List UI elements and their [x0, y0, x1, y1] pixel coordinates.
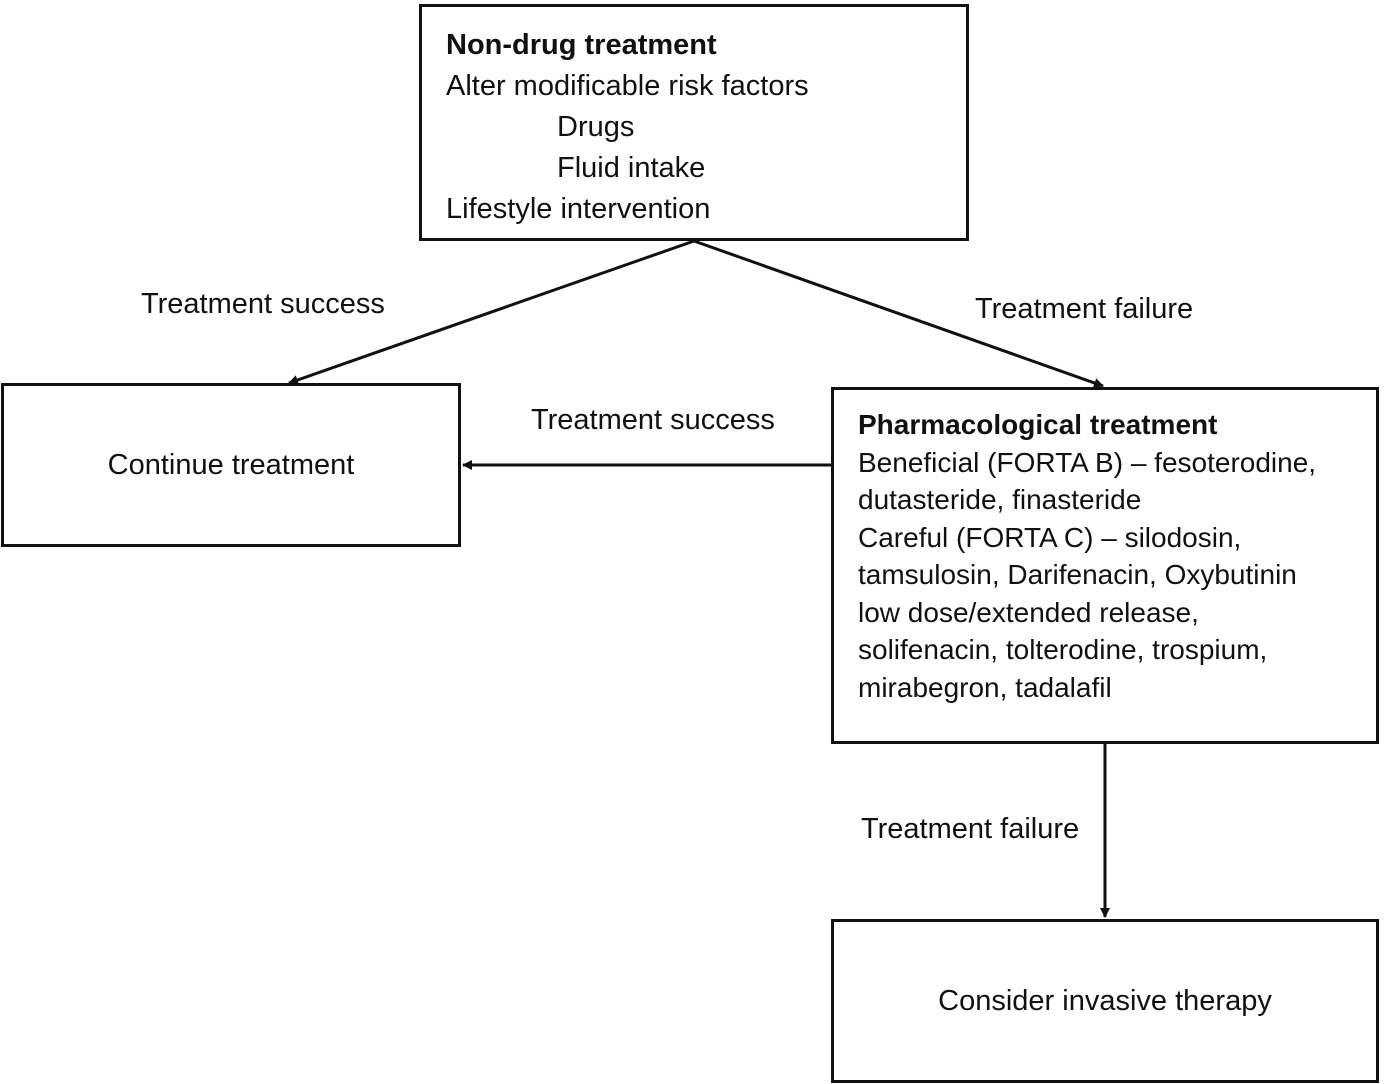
edge-label-pharma-success: Treatment success: [531, 404, 775, 436]
node-continue-treatment: Continue treatment: [1, 383, 461, 547]
node-line: Lifestyle intervention: [446, 193, 711, 225]
node-title: Pharmacological treatment: [858, 409, 1218, 440]
node-label: Consider invasive therapy: [938, 984, 1272, 1017]
edge-label-nondrug-failure: Treatment failure: [975, 293, 1194, 325]
node-line: Careful (FORTA C) – silodosin,: [858, 521, 1242, 553]
edge-label-pharma-failure: Treatment failure: [861, 813, 1080, 845]
node-line: low dose/extended release,: [858, 596, 1199, 628]
node-line: Alter modificable risk factors: [446, 70, 809, 102]
node-consider-invasive-therapy: Consider invasive therapy: [831, 919, 1379, 1083]
node-line: Fluid intake: [557, 152, 706, 184]
edge-label-nondrug-success: Treatment success: [141, 288, 385, 320]
arrow-nondrug-to-continue: [288, 239, 695, 385]
node-label: Continue treatment: [107, 448, 355, 481]
node-title: Non-drug treatment: [446, 29, 717, 61]
node-pharmacological-treatment: Pharmacological treatment Beneficial (FO…: [831, 387, 1379, 744]
node-non-drug-treatment: Non-drug treatment Alter modificable ris…: [419, 4, 969, 241]
node-line: tamsulosin, Darifenacin, Oxybutinin: [858, 559, 1297, 590]
arrow-nondrug-to-pharmacological: [693, 239, 1104, 388]
node-line: solifenacin, tolterodine, trospium,: [858, 634, 1268, 665]
node-line: mirabegron, tadalafil: [858, 671, 1112, 703]
node-line: Drugs: [557, 111, 635, 143]
node-line: dutasteride, finasteride: [858, 484, 1142, 515]
node-line: Beneficial (FORTA B) – fesoterodine,: [858, 446, 1317, 478]
